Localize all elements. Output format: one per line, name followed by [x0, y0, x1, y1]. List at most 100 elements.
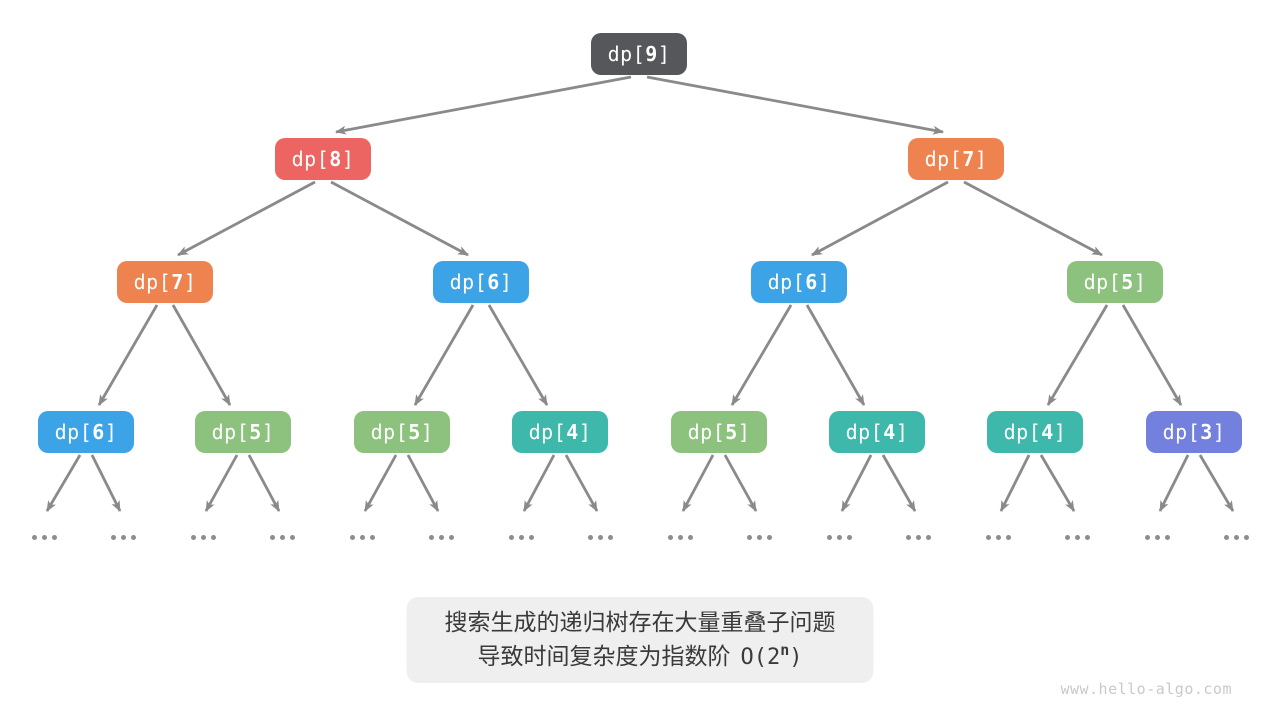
dot: [916, 535, 921, 540]
tree-node-dp-5-l4: dp[5]: [195, 411, 291, 453]
dot: [32, 535, 37, 540]
tree-edge-arrow: [363, 454, 398, 512]
node-label-num: 6: [92, 420, 105, 444]
dot: [429, 535, 434, 540]
exponent-n: n: [780, 641, 790, 660]
node-label-post: ]: [895, 420, 909, 444]
dot: [1065, 535, 1070, 540]
tree-node-dp-7-l3: dp[7]: [117, 261, 213, 303]
dot: [847, 535, 852, 540]
node-label-pre: dp[: [767, 270, 806, 294]
node-label-num: 5: [725, 420, 738, 444]
tree-node-dp-9-l1: dp[9]: [591, 33, 687, 75]
tree-edge-arrow: [840, 454, 873, 512]
ellipsis-dots: [429, 535, 454, 540]
dot: [996, 535, 1001, 540]
tree-edge-arrow: [413, 304, 475, 406]
tree-edge-arrow: [723, 454, 758, 512]
node-label-pre: dp[: [211, 420, 250, 444]
node-label-num: 3: [1200, 420, 1213, 444]
ellipsis-dots: [747, 535, 772, 540]
tree-edge-arrow: [1039, 454, 1076, 512]
tree-edge-arrow: [1121, 304, 1183, 406]
dot: [926, 535, 931, 540]
node-label-num: 5: [1121, 270, 1134, 294]
tree-node-dp-4-l4: dp[4]: [987, 411, 1083, 453]
node-label-num: 6: [487, 270, 500, 294]
dot: [290, 535, 295, 540]
tree-edge-arrow: [1198, 454, 1235, 512]
ellipsis-dots: [1224, 535, 1249, 540]
dot: [211, 535, 216, 540]
tree-edge-arrow: [90, 454, 122, 512]
dot: [1006, 535, 1011, 540]
dot: [509, 535, 514, 540]
node-label-num: 5: [249, 420, 262, 444]
node-label-post: ]: [1212, 420, 1226, 444]
tree-edge-arrow: [45, 454, 82, 512]
dot: [1085, 535, 1090, 540]
node-label-num: 4: [566, 420, 579, 444]
dot: [1155, 535, 1160, 540]
dot: [370, 535, 375, 540]
node-label-num: 9: [645, 42, 658, 66]
tree-node-dp-4-l4: dp[4]: [829, 411, 925, 453]
tree-edge-arrow: [247, 454, 281, 512]
dot: [1145, 535, 1150, 540]
tree-node-dp-6-l3: dp[6]: [751, 261, 847, 303]
dot: [837, 535, 842, 540]
tree-edge-arrow: [406, 454, 440, 512]
tree-node-dp-6-l3: dp[6]: [433, 261, 529, 303]
dot: [529, 535, 534, 540]
dot: [608, 535, 613, 540]
node-label-pre: dp[: [1003, 420, 1042, 444]
dot: [747, 535, 752, 540]
dot: [131, 535, 136, 540]
node-label-post: ]: [657, 42, 671, 66]
node-label-post: ]: [974, 147, 988, 171]
dot: [519, 535, 524, 540]
ellipsis-dots: [986, 535, 1011, 540]
dot: [1224, 535, 1229, 540]
caption-line1: 搜索生成的递归树存在大量重叠子问题: [444, 608, 836, 635]
dot: [280, 535, 285, 540]
dot: [201, 535, 206, 540]
node-label-post: ]: [737, 420, 751, 444]
node-label-post: ]: [1053, 420, 1067, 444]
node-label-num: 4: [883, 420, 896, 444]
dot: [449, 535, 454, 540]
node-label-pre: dp[: [1083, 270, 1122, 294]
node-label-pre: dp[: [924, 147, 963, 171]
tree-edge-arrow: [171, 304, 232, 406]
tree-node-dp-8-l2: dp[8]: [275, 138, 371, 180]
ellipsis-dots: [270, 535, 295, 540]
dot: [191, 535, 196, 540]
tree-edge-arrow: [177, 180, 316, 257]
node-label-pre: dp[: [1162, 420, 1201, 444]
node-label-pre: dp[: [528, 420, 567, 444]
tree-edge-arrow: [999, 454, 1031, 512]
ellipsis-dots: [906, 535, 931, 540]
node-label-post: ]: [341, 147, 355, 171]
tree-edge-arrow: [564, 454, 599, 512]
tree-node-dp-3-l4: dp[3]: [1146, 411, 1242, 453]
tree-node-dp-4-l4: dp[4]: [512, 411, 608, 453]
node-label-pre: dp[: [291, 147, 330, 171]
dot: [678, 535, 683, 540]
dot: [121, 535, 126, 540]
dot: [270, 535, 275, 540]
dot: [906, 535, 911, 540]
node-label-num: 4: [1041, 420, 1054, 444]
tree-edge-arrow: [335, 75, 632, 135]
node-label-pre: dp[: [607, 42, 646, 66]
ellipsis-dots: [111, 535, 136, 540]
node-label-pre: dp[: [370, 420, 409, 444]
node-label-num: 6: [805, 270, 818, 294]
caption-line2-text: 导致时间复杂度为指数阶: [477, 642, 731, 669]
tree-edge-arrow: [681, 454, 715, 512]
node-label-pre: dp[: [449, 270, 488, 294]
tree-node-dp-6-l4: dp[6]: [38, 411, 134, 453]
tree-edge-arrow: [1158, 454, 1190, 512]
dot: [668, 535, 673, 540]
